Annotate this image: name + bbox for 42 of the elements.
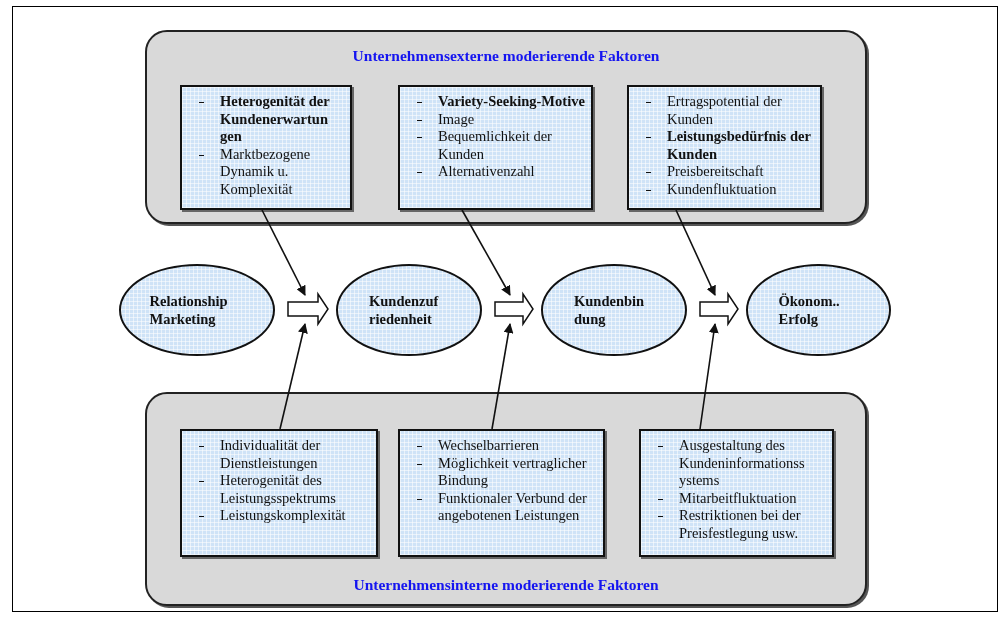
list-item: Image [408,110,585,128]
stage-label: Kundenzuf riedenheit [369,292,440,328]
factor-box [627,85,822,210]
list-item: Ausgestaltung des Kundeninformationss ystems [649,437,826,490]
group-title: Unternehmensinterne moderierende Faktoren [352,576,660,594]
arrow [461,209,511,296]
arrow [261,209,306,296]
arrow [699,323,719,430]
list-item: Leistungskomplexität [190,507,370,525]
group-title: Unternehmensexterne moderierende Faktoren [351,47,661,65]
group-panel [145,30,867,224]
list-item: Variety-Seeking-Motive [408,93,585,111]
list-item: Wechselbarrieren [408,437,597,455]
block-arrow [494,291,534,327]
arrow [675,209,716,296]
list-item: Preisbereitschaft [637,163,814,181]
block-arrow [699,291,739,327]
stage-label: Relationship Marketing [149,292,229,328]
list-item: Kundenfluktuation [637,180,814,198]
list-item: Heterogenität der Kundenerwartun gen [190,93,344,146]
stage-label: Ökonom.. Erfolg [778,292,841,328]
block-arrow [287,291,329,327]
factor-box [180,429,378,557]
list-item: Heterogenität des Leistungsspektrums [190,472,370,507]
list-item: Leistungsbedürfnis der Kunden [637,128,814,163]
list-item: Individualität der Dienstleistungen [190,437,370,472]
list-item: Mitarbeitfluktuation [649,489,826,507]
list-item: Marktbezogene Dynamik u. Komplexität [190,145,344,198]
list-item: Alternativenzahl [408,163,585,181]
list-item: Funktionaler Verbund der angebotenen Leistungen [408,489,597,525]
factor-box [398,85,593,210]
factor-box [398,429,605,557]
stage-label: Kundenbin dung [574,292,646,328]
factor-box [639,429,834,557]
arrow [491,323,514,430]
arrow [279,323,308,430]
list-item: Ertragspotential der Kunden [637,93,814,128]
group-panel [145,392,867,606]
factor-box [180,85,352,210]
list-item: Restriktionen bei der Preisfestlegung usw. [649,507,826,542]
list-item: Möglichkeit vertraglicher Bindung [408,454,597,490]
list-item: Bequemlichkeit der Kunden [408,128,585,163]
